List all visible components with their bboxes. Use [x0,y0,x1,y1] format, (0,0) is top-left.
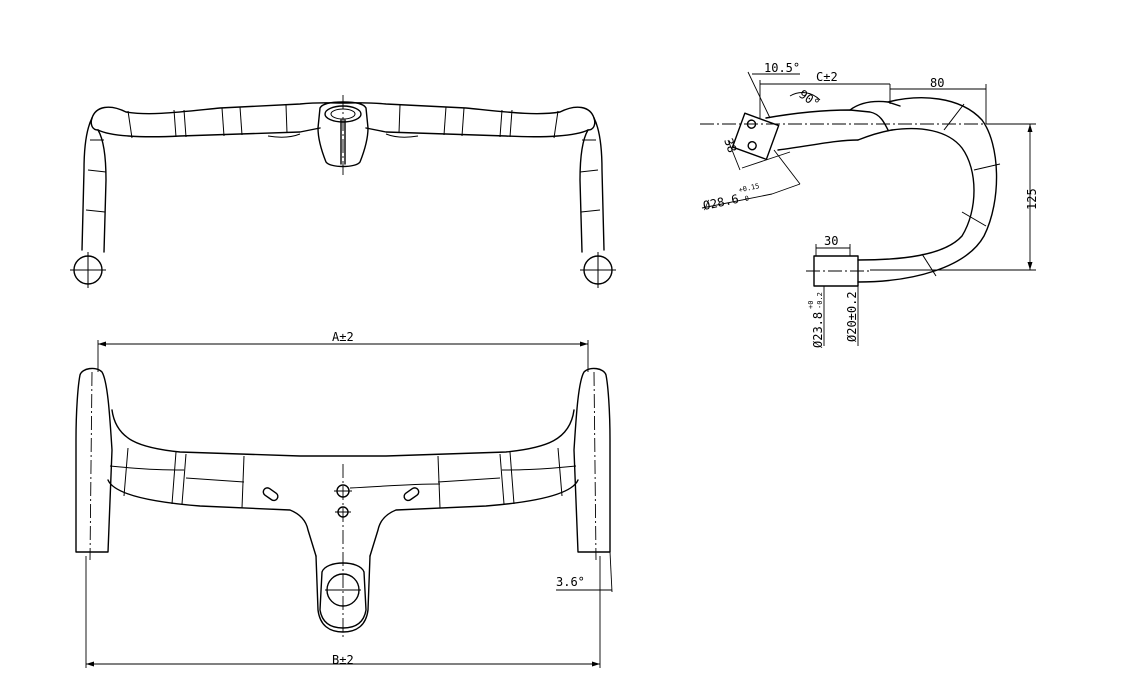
dim-a-label: A±2 [332,330,354,344]
dim-angle-3-6-label: 3.6° [556,575,585,589]
dim-d28-tol-upper: +0.15 [738,182,760,194]
side-view [700,71,1036,346]
dim-d20-label: Ø20±0.2 [845,291,859,342]
dim-38-label: 38 [721,136,739,154]
dim-d23-tol-upper: +0 [807,301,815,309]
dim-d23-tol-lower: -0.2 [816,292,824,309]
dim-d23-label: Ø23.8 [811,312,825,348]
dimension-labels: A±2 B±2 3.6° 10.5° C±2 90° 80 38 Ø28.6 +… [332,61,1039,667]
dim-125-label: 125 [1025,188,1039,210]
dim-b-label: B±2 [332,653,354,667]
dim-d28-label: Ø28.6 [702,192,740,213]
dim-angle-90-label: 90° [796,87,822,111]
dim-30-label: 30 [824,234,838,248]
dim-80-label: 80 [930,76,944,90]
top-view [75,340,613,668]
front-view [70,95,616,288]
dim-angle-10-5-label: 10.5° [764,61,800,75]
dim-c-label: C±2 [816,70,838,84]
dim-d28-tol-lower: -0 [740,194,750,204]
